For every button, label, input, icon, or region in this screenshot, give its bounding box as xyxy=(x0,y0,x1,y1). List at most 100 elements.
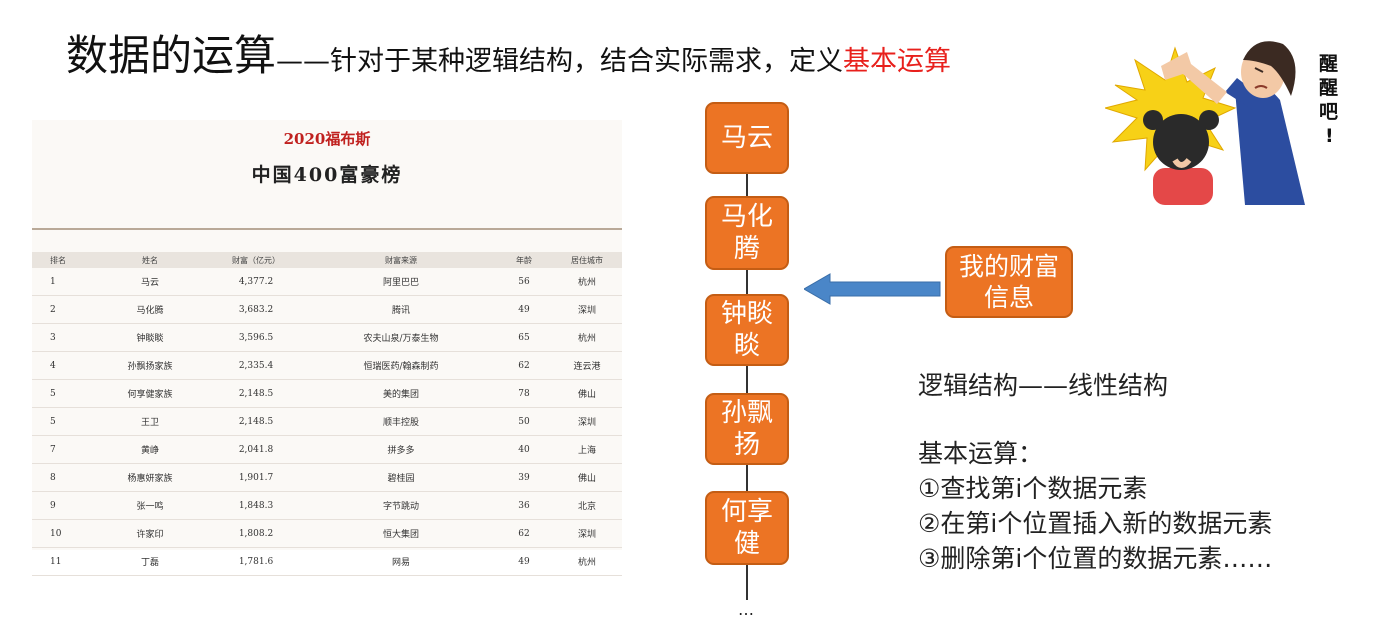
forbes-list-image: 2020福布斯 中国400富豪榜 排名 姓名 财富（亿元） 财富来源 年龄 居住… xyxy=(32,120,622,576)
cell-name: 许家印 xyxy=(94,519,206,548)
title-main: 数据的运算 xyxy=(66,31,277,80)
title-subtitle: ——针对于某种逻辑结构，结合实际需求，定义 xyxy=(276,46,844,77)
wealth-info-box: 我的财富信息 xyxy=(945,246,1073,318)
cell-rank: 3 xyxy=(32,323,94,352)
cell-name: 丁磊 xyxy=(94,547,206,576)
girl-figure xyxy=(1143,110,1219,205)
cell-source: 美的集团 xyxy=(306,379,496,408)
basic-operations: 基本运算： ①查找第i个数据元素 ②在第i个位置插入新的数据元素 ③删除第i个位… xyxy=(918,436,1272,576)
cell-rank: 5 xyxy=(32,379,94,408)
cell-name: 王卫 xyxy=(94,407,206,436)
cell-wealth: 1,901.7 xyxy=(206,463,306,492)
cell-age: 40 xyxy=(496,435,552,464)
cell-source: 阿里巴巴 xyxy=(306,268,496,296)
cell-age: 65 xyxy=(496,323,552,352)
cell-city: 上海 xyxy=(552,435,622,464)
cell-rank: 10 xyxy=(32,519,94,548)
cell-source: 恒瑞医药/翰森制药 xyxy=(306,351,496,380)
cell-source: 字节跳动 xyxy=(306,491,496,520)
cell-name: 马化腾 xyxy=(94,295,206,324)
operations-heading: 基本运算： xyxy=(918,439,1044,468)
svg-text:醒: 醒 xyxy=(1319,53,1338,75)
cell-rank: 1 xyxy=(32,268,94,296)
cell-city: 连云港 xyxy=(552,351,622,380)
cell-rank: 9 xyxy=(32,491,94,520)
header-name: 姓名 xyxy=(94,252,206,268)
cell-name: 杨惠妍家族 xyxy=(94,463,206,492)
chain-node-5: 何享健 xyxy=(705,491,789,565)
cell-name: 黄峥 xyxy=(94,435,206,464)
chain-node-2: 马化腾 xyxy=(705,196,789,270)
cell-age: 62 xyxy=(496,351,552,380)
cell-city: 杭州 xyxy=(552,268,622,296)
cell-wealth: 1,808.2 xyxy=(206,519,306,548)
header-age: 年龄 xyxy=(496,252,552,268)
forbes-list-title: 中国400富豪榜 xyxy=(251,164,403,186)
header-wealth: 财富（亿元） xyxy=(206,252,306,268)
operation-find: ①查找第i个数据元素 xyxy=(918,474,1148,503)
cell-source: 网易 xyxy=(306,547,496,576)
cell-rank: 5 xyxy=(32,407,94,436)
cell-source: 农夫山泉/万泰生物 xyxy=(306,323,496,352)
cell-age: 50 xyxy=(496,407,552,436)
cell-source: 恒大集团 xyxy=(306,519,496,548)
cell-source: 碧桂园 xyxy=(306,463,496,492)
header-rank: 排名 xyxy=(32,252,94,268)
chain-node-4: 孙飘扬 xyxy=(705,393,789,465)
cell-age: 39 xyxy=(496,463,552,492)
cell-name: 钟睒睒 xyxy=(94,323,206,352)
operation-delete: ③删除第i个位置的数据元素…… xyxy=(918,544,1273,573)
cell-wealth: 1,848.3 xyxy=(206,491,306,520)
cell-name: 何享健家族 xyxy=(94,379,206,408)
cell-rank: 7 xyxy=(32,435,94,464)
cell-city: 杭州 xyxy=(552,547,622,576)
cell-name: 孙飘扬家族 xyxy=(94,351,206,380)
chain-ellipsis: … xyxy=(738,600,754,619)
left-arrow-icon xyxy=(804,273,941,305)
cell-wealth: 2,335.4 xyxy=(206,351,306,380)
chain-node-1: 马云 xyxy=(705,102,789,174)
cell-age: 78 xyxy=(496,379,552,408)
cell-city: 佛山 xyxy=(552,463,622,492)
header-source: 财富来源 xyxy=(306,252,496,268)
cell-source: 顺丰控股 xyxy=(306,407,496,436)
cell-age: 36 xyxy=(496,491,552,520)
cell-rank: 4 xyxy=(32,351,94,380)
cell-age: 49 xyxy=(496,295,552,324)
cell-wealth: 3,683.2 xyxy=(206,295,306,324)
cell-wealth: 2,148.5 xyxy=(206,407,306,436)
cell-city: 深圳 xyxy=(552,407,622,436)
cell-city: 杭州 xyxy=(552,323,622,352)
chain-node-3: 钟睒睒 xyxy=(705,294,789,366)
header-city: 居住城市 xyxy=(552,252,622,268)
wake-up-cartoon-image: 醒 醒 吧 ! xyxy=(1105,41,1338,205)
cell-wealth: 3,596.5 xyxy=(206,323,306,352)
svg-text:醒: 醒 xyxy=(1319,77,1338,99)
cell-city: 深圳 xyxy=(552,519,622,548)
svg-text:吧: 吧 xyxy=(1319,101,1338,123)
title-highlight: 基本运算 xyxy=(843,46,952,77)
cell-wealth: 2,148.5 xyxy=(206,379,306,408)
slide-title: 数据的运算——针对于某种逻辑结构，结合实际需求，定义基本运算 xyxy=(66,28,951,90)
cell-city: 深圳 xyxy=(552,295,622,324)
cell-name: 张一鸣 xyxy=(94,491,206,520)
cell-age: 56 xyxy=(496,268,552,296)
table-header-row: 排名 姓名 财富（亿元） 财富来源 年龄 居住城市 xyxy=(32,252,622,268)
forbes-year: 2020福布斯 xyxy=(283,130,371,148)
svg-text:!: ! xyxy=(1325,125,1334,147)
cell-rank: 11 xyxy=(32,547,94,576)
chain-connector-line xyxy=(746,172,748,600)
operation-insert: ②在第i个位置插入新的数据元素 xyxy=(918,509,1273,538)
forbes-divider xyxy=(32,228,622,230)
cell-wealth: 1,781.6 xyxy=(206,547,306,576)
